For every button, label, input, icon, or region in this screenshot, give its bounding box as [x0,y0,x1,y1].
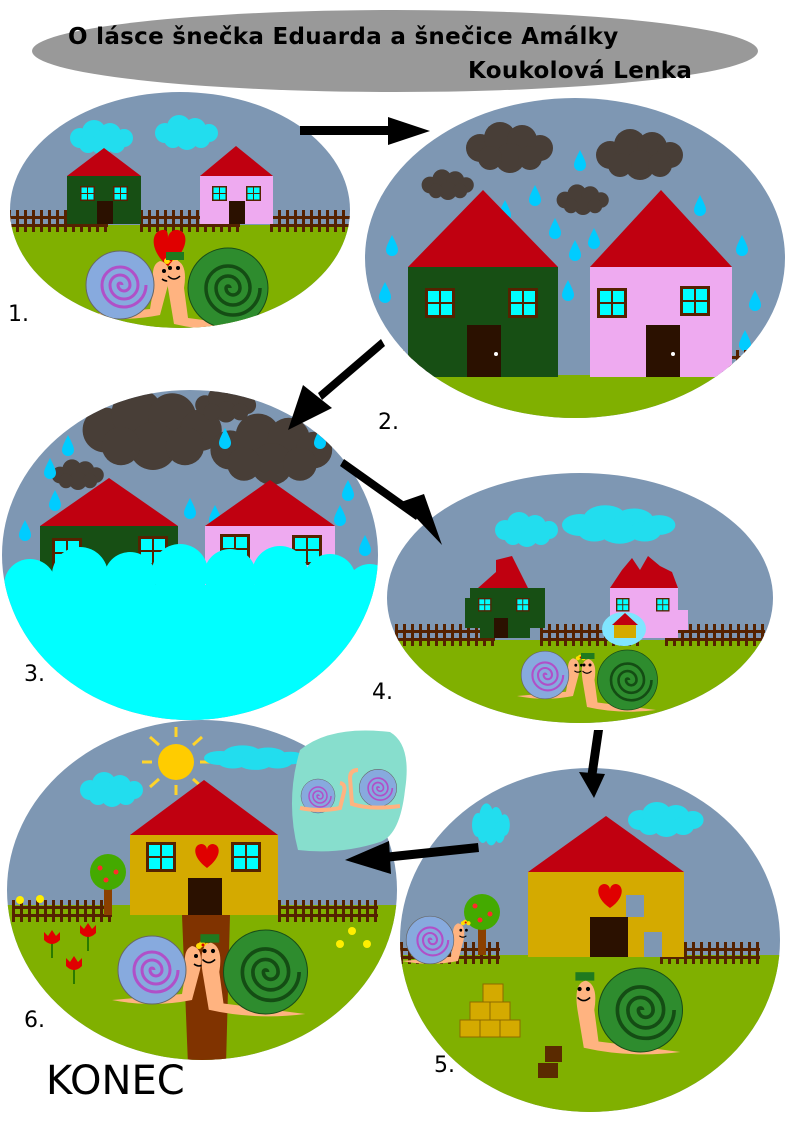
title-banner [32,10,758,92]
arrow-5-to-6 [345,841,479,874]
arrow-4-to-5 [579,730,605,798]
story-title: O lásce šnečka Eduarda a šnečice Amálky [68,24,619,50]
arrow-3-to-4 [340,459,442,545]
arrow-2-to-3 [288,339,385,430]
panel-1-number: 1. [8,302,29,327]
panel-2 [365,98,785,418]
panel-6-number: 6. [24,1008,45,1033]
ending-text: KONEC [46,1058,185,1104]
arrow-1-to-2 [300,117,430,145]
panel-3 [2,390,378,720]
heart-icon [195,844,219,868]
panel-1 [10,92,350,328]
panel-2-number: 2. [378,410,399,435]
story-author: Koukolová Lenka [468,58,693,84]
panel-3-number: 3. [24,662,45,687]
panel-5-number: 5. [434,1053,455,1078]
panel-4-number: 4. [372,680,393,705]
panel-4 [387,473,773,723]
panel-5 [400,768,780,1112]
memory-bubble [291,730,407,852]
heart-icon [598,884,622,908]
